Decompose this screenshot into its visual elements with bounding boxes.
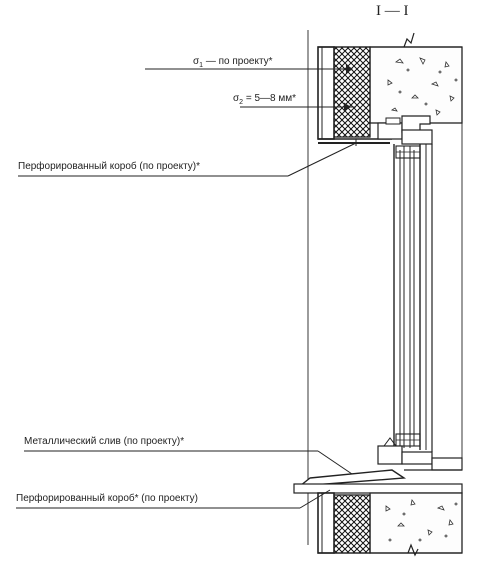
upper-concrete: [369, 46, 463, 124]
window-sill: [293, 437, 463, 494]
sigma1-label: σ1 — по проекту*: [193, 56, 273, 72]
upper-cladding: [317, 46, 335, 140]
sigma2-label: σ2 = 5—8 мм*: [233, 93, 296, 109]
concrete-aggregate: [387, 57, 458, 120]
sigma2-symbol: σ: [233, 93, 240, 104]
lower-cladding: [317, 492, 335, 554]
section-title: I — I: [376, 3, 409, 19]
metal-drip-label: Металлический слив (по проекту)*: [24, 436, 185, 447]
lower-insulation: [333, 494, 371, 554]
top-break-mark: [403, 32, 415, 48]
sigma2-text: = 5—8 мм*: [243, 93, 297, 104]
lower-wall: [317, 492, 463, 557]
bottom-break-mark: [407, 543, 419, 557]
window-frame: [393, 144, 433, 452]
upper-insulation: [333, 46, 371, 138]
lower-concrete: [369, 492, 463, 554]
sigma1-text: — по проекту*: [203, 56, 273, 67]
upper-wall: [317, 32, 463, 146]
perforated-box-top-label: Перфорированный короб (по проекту)*: [18, 161, 200, 172]
facade-lines: [307, 30, 463, 545]
perforated-box-bottom-label: Перфорированный короб* (по проекту): [16, 493, 198, 504]
sigma1-subscript: 1: [199, 62, 204, 69]
sigma1-symbol: σ: [193, 56, 200, 67]
sigma2-subscript: 2: [239, 99, 244, 106]
leader-lines: [16, 64, 357, 509]
